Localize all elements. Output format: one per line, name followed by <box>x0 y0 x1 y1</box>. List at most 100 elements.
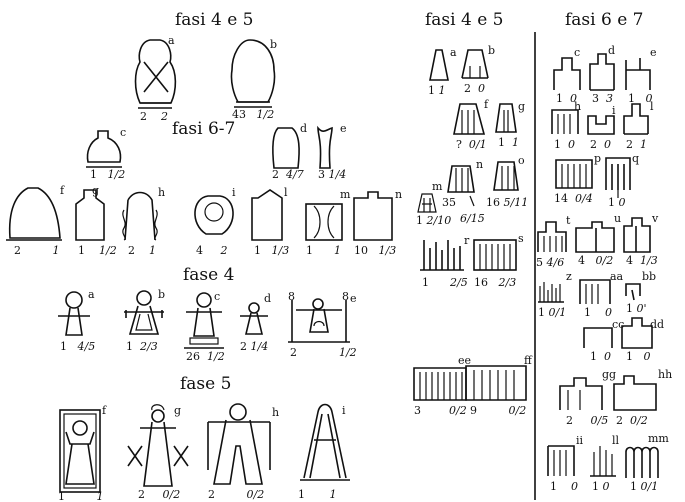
item-count: 1 0 <box>584 306 612 319</box>
item-label: d <box>264 292 271 305</box>
item-count: 16 2/3 <box>474 276 516 289</box>
item-label: o <box>518 154 525 167</box>
header-fasi-4-e-5-right: fasi 4 e 5 <box>425 10 504 30</box>
figurine-d-drawing <box>240 303 268 334</box>
sign-r-s-drawing <box>474 240 516 270</box>
item-label: d <box>300 122 307 135</box>
item-count: 35 <box>442 196 456 209</box>
item-count: 1 2/3 <box>126 340 158 353</box>
item-label: z <box>566 270 572 283</box>
item-count: 1 1 <box>498 136 519 149</box>
item-label: g <box>174 404 181 417</box>
item-count: 1 0 <box>626 350 651 363</box>
item-label: a <box>168 34 175 47</box>
item-count: 4 0/2 <box>578 254 613 267</box>
item-label: h <box>272 406 279 419</box>
figurine-h-drawing <box>208 404 270 484</box>
item-label: m <box>340 188 350 201</box>
item-count: 1 0 <box>608 196 626 209</box>
sign-r-d-drawing <box>590 54 614 90</box>
item-label: e <box>350 292 357 305</box>
sign-r-g-drawing <box>496 104 516 132</box>
header-fase-4: fase 4 <box>183 265 234 285</box>
sign-r-f-drawing <box>454 104 484 134</box>
item-count: 2 0 <box>464 82 485 95</box>
item-label: ff <box>524 354 532 367</box>
item-label: dd <box>650 318 664 331</box>
item-count: 1 1/2 <box>78 244 117 257</box>
item-count: 1 0/1 <box>538 306 566 319</box>
sign-r-t-drawing <box>538 222 566 252</box>
sign-r-ii-drawing <box>548 446 574 476</box>
item-label: e <box>340 122 347 135</box>
item-count: 3 3 <box>592 92 613 105</box>
item-count: 5 4/6 <box>536 256 564 269</box>
item-label: v <box>652 212 658 225</box>
item-count: 1 0/1 <box>630 480 658 493</box>
vessel-i-drawing <box>195 196 233 234</box>
item-label: g <box>518 100 525 113</box>
sign-r-gg-drawing <box>560 378 602 410</box>
sign-r-hh-drawing <box>614 376 656 410</box>
item-label: c <box>214 290 220 303</box>
item-count: 2 1 <box>128 244 156 257</box>
figurine-f-drawing <box>60 410 100 492</box>
sign-r-z-drawing <box>538 282 564 302</box>
item-label: u <box>614 212 621 225</box>
item-label: q <box>632 152 639 165</box>
item-label: ll <box>612 434 619 447</box>
vessel-h-drawing <box>123 193 157 241</box>
header-fase-5: fase 5 <box>180 374 231 394</box>
item-label: ii <box>576 434 583 447</box>
item-label: i <box>342 404 346 417</box>
item-count: 14 0/4 <box>554 192 593 205</box>
item-count: 1 1 <box>298 488 336 501</box>
item-label: r <box>464 234 469 247</box>
item-count: 1 1/2 <box>90 168 125 181</box>
header-fasi-6-7: fasi 6-7 <box>172 119 235 139</box>
item-label: a <box>88 288 95 301</box>
figurine-a-drawing <box>58 292 90 335</box>
item-count: 2 1/2 <box>290 346 357 359</box>
item-label: hh <box>658 368 672 381</box>
item-count: 1 1/3 <box>254 244 289 257</box>
item-label: c <box>120 126 126 139</box>
item-label: b <box>488 44 495 57</box>
item-label: n <box>476 158 483 171</box>
item-label: l <box>650 100 654 113</box>
sign-r-ee-drawing <box>414 368 466 400</box>
vessel-c-drawing <box>86 131 122 167</box>
item-count: 2 0/2 <box>208 488 264 501</box>
item-label: a <box>450 46 457 59</box>
item-label: g <box>92 184 99 197</box>
item-label: f <box>102 404 106 417</box>
item-count: 1 0 <box>550 480 578 493</box>
item-count: 1 1 <box>58 490 103 502</box>
item-count: 1 1 <box>428 84 446 97</box>
sign-r-dd-drawing <box>622 318 652 348</box>
item-label: b <box>158 288 165 301</box>
item-label: e <box>650 46 657 59</box>
item-count: 10 1/3 <box>354 244 396 257</box>
item-count: 9 0/2 <box>470 404 526 417</box>
vessel-b-drawing <box>231 40 274 107</box>
sign-r-q-drawing <box>606 158 630 198</box>
vessel-m-drawing <box>306 204 342 240</box>
header-fasi-6-e-7: fasi 6 e 7 <box>565 10 644 30</box>
item-count: 1 2/5 <box>422 276 468 289</box>
item-count: 1 0 <box>592 480 610 493</box>
sign-r-l-drawing <box>624 104 648 134</box>
item-label: n <box>395 188 402 201</box>
sign-r-r-drawing <box>420 240 464 270</box>
sign-r-aa-drawing <box>580 280 610 304</box>
item-label: bb <box>642 270 656 283</box>
item-count: 2 4/7 <box>272 168 304 181</box>
item-label: gg <box>602 368 616 381</box>
item-label: i <box>232 186 236 199</box>
item-label: l <box>284 186 288 199</box>
item-count: ? 0/1 <box>456 138 487 151</box>
sign-r-a-drawing <box>430 50 448 80</box>
item-label: f <box>60 184 64 197</box>
sign-r-c-drawing <box>554 58 580 90</box>
